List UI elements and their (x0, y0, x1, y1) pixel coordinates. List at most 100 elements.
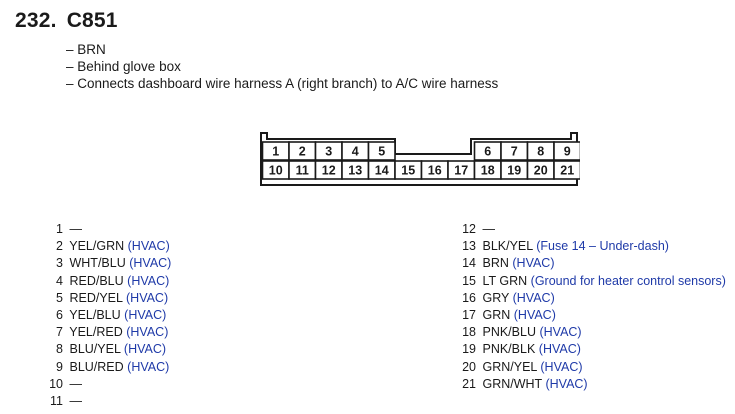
pin-row: 8 BLU/YEL (HVAC) (38, 341, 171, 358)
pin-number: 20 (462, 359, 476, 374)
pin-row: 20 GRN/YEL (HVAC) (451, 359, 726, 376)
pin-number: 18 (462, 325, 476, 340)
pin-number: 15 (462, 273, 476, 288)
pin-note: (HVAC) (126, 325, 169, 340)
pin-number: 9 (56, 359, 63, 374)
pin-wire: RED/YEL (69, 290, 123, 305)
pin-number: 13 (462, 239, 476, 254)
pin-number: 16 (462, 290, 476, 305)
pin-row: 4 RED/BLU (HVAC) (38, 273, 171, 290)
pin-list-right: 12 — 13 BLK/YEL (Fuse 14 – Under-dash) 1… (451, 221, 726, 393)
pin-row: 17 GRN (HVAC) (451, 307, 726, 324)
pin-wire: GRY (482, 290, 510, 305)
pin-21-label: 21 (560, 164, 574, 178)
pin-wire: — (69, 376, 82, 391)
pin-row: 16 GRY (HVAC) (451, 290, 726, 307)
pin-4-label: 4 (352, 145, 359, 159)
pin-number: 3 (56, 256, 63, 271)
pin-note: (Fuse 14 – Under-dash) (536, 239, 669, 254)
pin-17-label: 17 (454, 164, 468, 178)
pin-1-label: 1 (272, 145, 279, 159)
pin-number: 4 (56, 273, 63, 288)
connector-code: C851 (66, 9, 118, 32)
pin-row: 18 PNK/BLU (HVAC) (451, 324, 726, 341)
pin-wire: WHT/BLU (69, 256, 126, 271)
pin-wire: BRN (482, 256, 509, 271)
pin-number: 19 (462, 342, 476, 357)
pin-row: 7 YEL/RED (HVAC) (38, 324, 171, 341)
pin-row: 9 BLU/RED (HVAC) (38, 359, 171, 376)
pin-row: 14 BRN (HVAC) (451, 255, 726, 272)
pin-row: 6 YEL/BLU (HVAC) (38, 307, 171, 324)
pin-18-label: 18 (481, 164, 495, 178)
pin-wire: GRN/WHT (482, 376, 542, 391)
pin-note: (Ground for heater control sensors) (530, 273, 726, 288)
pin-wire: — (482, 222, 495, 236)
pin-note: (HVAC) (513, 308, 556, 323)
pin-11-label: 11 (296, 164, 309, 178)
pin-row: 2 YEL/GRN (HVAC) (38, 238, 171, 255)
pin-row: 10 — (38, 376, 171, 393)
pin-20-label: 20 (534, 164, 548, 178)
pin-9-label: 9 (564, 145, 571, 159)
pin-wire: GRN/YEL (482, 359, 537, 374)
description-connects: – Connects dashboard wire harness A (rig… (66, 76, 499, 91)
pin-8-label: 8 (537, 145, 544, 159)
pin-12-label: 12 (322, 164, 336, 178)
connector-outline (260, 132, 578, 186)
pin-21-cavity (553, 160, 580, 180)
pin-5-cavity (367, 141, 396, 161)
description-location: – Behind glove box (66, 59, 181, 74)
pin-row: 12 — (451, 221, 726, 238)
pin-note: (HVAC) (539, 325, 582, 340)
pin-wire: LT GRN (482, 273, 528, 288)
pin-10-label: 10 (269, 164, 283, 178)
pin-note: (HVAC) (127, 239, 170, 254)
pin-row: 13 BLK/YEL (Fuse 14 – Under-dash) (451, 238, 726, 255)
description-color: – BRN (66, 42, 106, 57)
pin-number: 10 (49, 376, 63, 391)
pin-number: 7 (56, 325, 63, 340)
pin-13-label: 13 (348, 164, 362, 178)
connector-description: – BRN – Behind glove box – Connects dash… (66, 41, 498, 92)
pin-wire: YEL/RED (69, 325, 123, 340)
pin-row: 1 — (38, 221, 171, 238)
pin-wire: BLK/YEL (482, 239, 533, 254)
pin-note: (HVAC) (126, 290, 169, 305)
pin-wire: — (69, 394, 82, 409)
pin-wire: YEL/BLU (69, 308, 121, 323)
pin-3-label: 3 (325, 145, 332, 159)
pin-note: (HVAC) (540, 359, 583, 374)
pin-14-label: 14 (375, 164, 389, 178)
pin-row: 11 — (38, 393, 171, 410)
pin-16-label: 16 (428, 164, 442, 178)
pin-6-label: 6 (484, 145, 491, 159)
pin-wire: BLU/YEL (69, 342, 121, 357)
pin-2-label: 2 (299, 145, 306, 159)
pin-number: 2 (56, 239, 63, 254)
connector-index: 232. (15, 9, 57, 32)
pin-wire: BLU/RED (69, 359, 124, 374)
connector-heading: 232. C851 (15, 9, 118, 33)
pin-row: 5 RED/YEL (HVAC) (38, 290, 171, 307)
pin-wire: YEL/GRN (69, 239, 125, 254)
pin-number: 12 (462, 222, 476, 236)
pin-row: 19 PNK/BLK (HVAC) (451, 341, 726, 358)
pin-row: 15 LT GRN (Ground for heater control sen… (451, 273, 726, 290)
pin-number: 6 (56, 308, 63, 323)
pin-5-label: 5 (378, 145, 385, 159)
pin-19-label: 19 (507, 164, 521, 178)
pin-row: 3 WHT/BLU (HVAC) (38, 255, 171, 272)
pin-list-left: 1 — 2 YEL/GRN (HVAC) 3 WHT/BLU (HVAC) 4 … (38, 221, 171, 410)
pin-number: 1 (56, 222, 63, 236)
pin-15-label: 15 (401, 164, 415, 178)
pin-row: 21 GRN/WHT (HVAC) (451, 376, 726, 393)
pin-number: 5 (56, 290, 63, 305)
pin-wire: PNK/BLK (482, 342, 536, 357)
pin-number: 21 (462, 376, 476, 391)
pin-note: (HVAC) (127, 359, 170, 374)
pin-wire: PNK/BLU (482, 325, 536, 340)
pin-9-cavity (553, 141, 580, 161)
